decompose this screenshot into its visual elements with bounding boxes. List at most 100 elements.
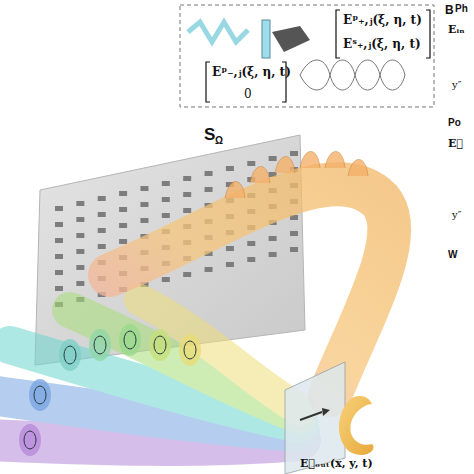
nanopillar — [183, 176, 191, 181]
nanopillar — [76, 201, 84, 206]
panel-text: Eᵢₙ — [448, 24, 465, 35]
nanopillar — [55, 286, 63, 291]
field-formula: Eˢ₊,ⱼ(ξ, η, t) — [343, 38, 421, 50]
panel-text: B — [445, 4, 454, 16]
nanopillar — [183, 272, 191, 277]
wavefront-shells — [225, 152, 368, 199]
panel-text: W — [448, 250, 457, 260]
panel-text: y″ — [452, 80, 461, 90]
nanopillar — [76, 249, 84, 254]
nanopillar — [205, 171, 213, 176]
nanopillar — [98, 196, 106, 201]
field-formula: Eᵖ₋,ⱼ(ξ, η, t) — [212, 66, 291, 78]
nanopillar — [162, 213, 170, 218]
vector-bracket — [426, 10, 430, 58]
nanopillar — [98, 212, 106, 217]
surface-symbol: S — [204, 126, 215, 143]
wavefront-shell — [325, 152, 345, 169]
nanopillar — [269, 156, 277, 161]
nanopillar — [247, 241, 255, 246]
wavefront-shell — [300, 152, 320, 169]
nanopillar — [98, 228, 106, 233]
nanopillar — [98, 244, 106, 249]
nanopillar — [55, 206, 63, 211]
wavefront-shell — [225, 182, 245, 199]
nanopillar — [140, 202, 148, 207]
nanopillar — [205, 187, 213, 192]
nanopillar — [290, 151, 298, 156]
nanopillar — [247, 257, 255, 262]
polarization-state — [119, 324, 141, 356]
nanopillar — [140, 218, 148, 223]
polarization-state — [29, 379, 51, 411]
field-formula: E⃗ₒᵤₜ(x, y, t) — [300, 458, 373, 469]
inset-frame — [180, 5, 434, 107]
polarization-state — [59, 339, 81, 371]
polarization-ellipse — [29, 379, 51, 411]
arrow-head — [322, 408, 330, 416]
inset-prism — [272, 26, 310, 52]
vector-bracket — [206, 62, 210, 102]
polarization-state — [179, 334, 201, 366]
nanopillar — [162, 181, 170, 186]
polarization-trace — [64, 346, 76, 364]
polarization-ellipse — [59, 339, 81, 371]
polarization-ellipse — [19, 424, 41, 456]
polarization-state — [19, 424, 41, 456]
polarization-trace — [184, 341, 196, 359]
nanopillar — [76, 217, 84, 222]
nanopillar — [226, 166, 234, 171]
nanopillar — [119, 223, 127, 228]
nanopillar — [76, 233, 84, 238]
nanopillar — [269, 252, 277, 257]
nanopillar — [119, 191, 127, 196]
field-formula: 0 — [244, 88, 252, 100]
wavefront-shell — [275, 157, 295, 174]
nanopillar — [55, 254, 63, 259]
polarization-ellipse — [149, 329, 171, 361]
nanopillar — [76, 281, 84, 286]
nanopillar — [55, 238, 63, 243]
polarization-state — [149, 329, 171, 361]
nanopillar — [140, 186, 148, 191]
panel-divider — [439, 0, 441, 474]
nanopillar — [269, 236, 277, 241]
nanopillar — [247, 161, 255, 166]
nanopillar — [55, 222, 63, 227]
vector-bracket — [336, 10, 340, 58]
polarization-trace — [24, 431, 36, 449]
nanopillar — [119, 207, 127, 212]
wavefront-shell — [348, 160, 368, 177]
output-crescent — [339, 396, 374, 455]
panel-text: E⃗ — [448, 138, 463, 149]
propagation-arrow — [300, 412, 322, 420]
polarization-trace — [94, 336, 106, 354]
helix-curve — [300, 60, 405, 90]
output-helix — [300, 60, 405, 90]
nanopillar — [76, 265, 84, 270]
polarization-trace — [154, 336, 166, 354]
nanopillar — [55, 270, 63, 275]
nanopillar — [183, 192, 191, 197]
beam-bundle — [0, 300, 300, 445]
inset-metasurface — [262, 20, 270, 58]
polarization-ellipses — [19, 324, 201, 456]
polarization-ellipse — [119, 324, 141, 356]
wavefront-shell — [250, 167, 270, 184]
surface-symbol: Ω — [215, 136, 223, 146]
polarization-ellipse — [179, 334, 201, 366]
nanopillar — [226, 262, 234, 267]
panel-text: Ph — [455, 4, 468, 14]
polarization-trace — [34, 386, 46, 404]
nanopillar — [119, 239, 127, 244]
nanopillar — [162, 277, 170, 282]
nanopillar — [183, 208, 191, 213]
field-formula: Eᵖ₊,ⱼ(ξ, η, t) — [343, 14, 422, 26]
panel-text: Po — [448, 118, 461, 128]
nanopillar — [205, 267, 213, 272]
polarization-state — [89, 329, 111, 361]
orange-beam — [110, 184, 389, 395]
nanopillar — [162, 197, 170, 202]
input-wave — [188, 22, 248, 42]
